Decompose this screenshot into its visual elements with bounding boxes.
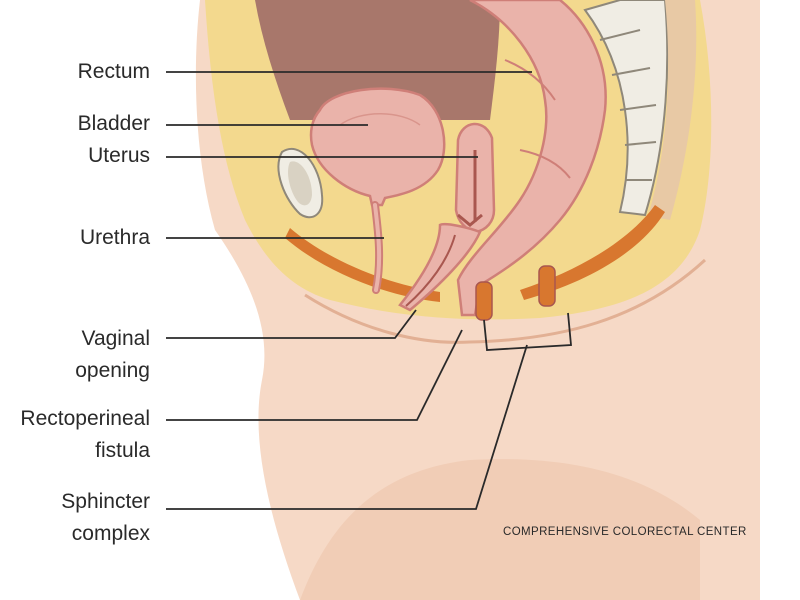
- label-bladder: Bladder: [77, 112, 150, 135]
- label-vaginal-opening-line1: Vaginal: [81, 327, 151, 350]
- sphincter-bracket: [483, 312, 572, 351]
- abdominal-cavity: [255, 0, 500, 120]
- sacrum-spine: [583, 0, 697, 220]
- label-vaginal-opening-line2: opening: [75, 359, 150, 382]
- label-urethra: Urethra: [79, 226, 150, 249]
- leader-lines: [166, 71, 572, 510]
- vagina-organ: [398, 223, 482, 312]
- leader-sphincter-complex: [166, 344, 528, 510]
- label-rectoperineal-line2: fistula: [95, 439, 150, 462]
- thigh-crease: [304, 258, 707, 344]
- uterus-organ: [454, 122, 496, 234]
- thigh-shadow: [300, 459, 700, 600]
- leader-vaginal-opening: [166, 309, 417, 339]
- label-rectum: Rectum: [77, 60, 150, 83]
- pubic-bone: [277, 147, 324, 219]
- leader-rectoperineal-fistula: [166, 329, 463, 421]
- sphincter-muscle-left: [475, 281, 493, 321]
- posterior-muscle: [520, 205, 665, 300]
- label-sphincter-line2: complex: [71, 522, 150, 545]
- sphincter-muscle-right: [538, 265, 556, 307]
- label-uterus: Uterus: [88, 144, 150, 167]
- label-sphincter-line1: Sphincter: [61, 490, 150, 513]
- bladder-organ: [309, 87, 446, 207]
- label-rectoperineal-line1: Rectoperineal: [20, 407, 150, 430]
- credit-text: COMPREHENSIVE COLORECTAL CENTER: [503, 526, 747, 538]
